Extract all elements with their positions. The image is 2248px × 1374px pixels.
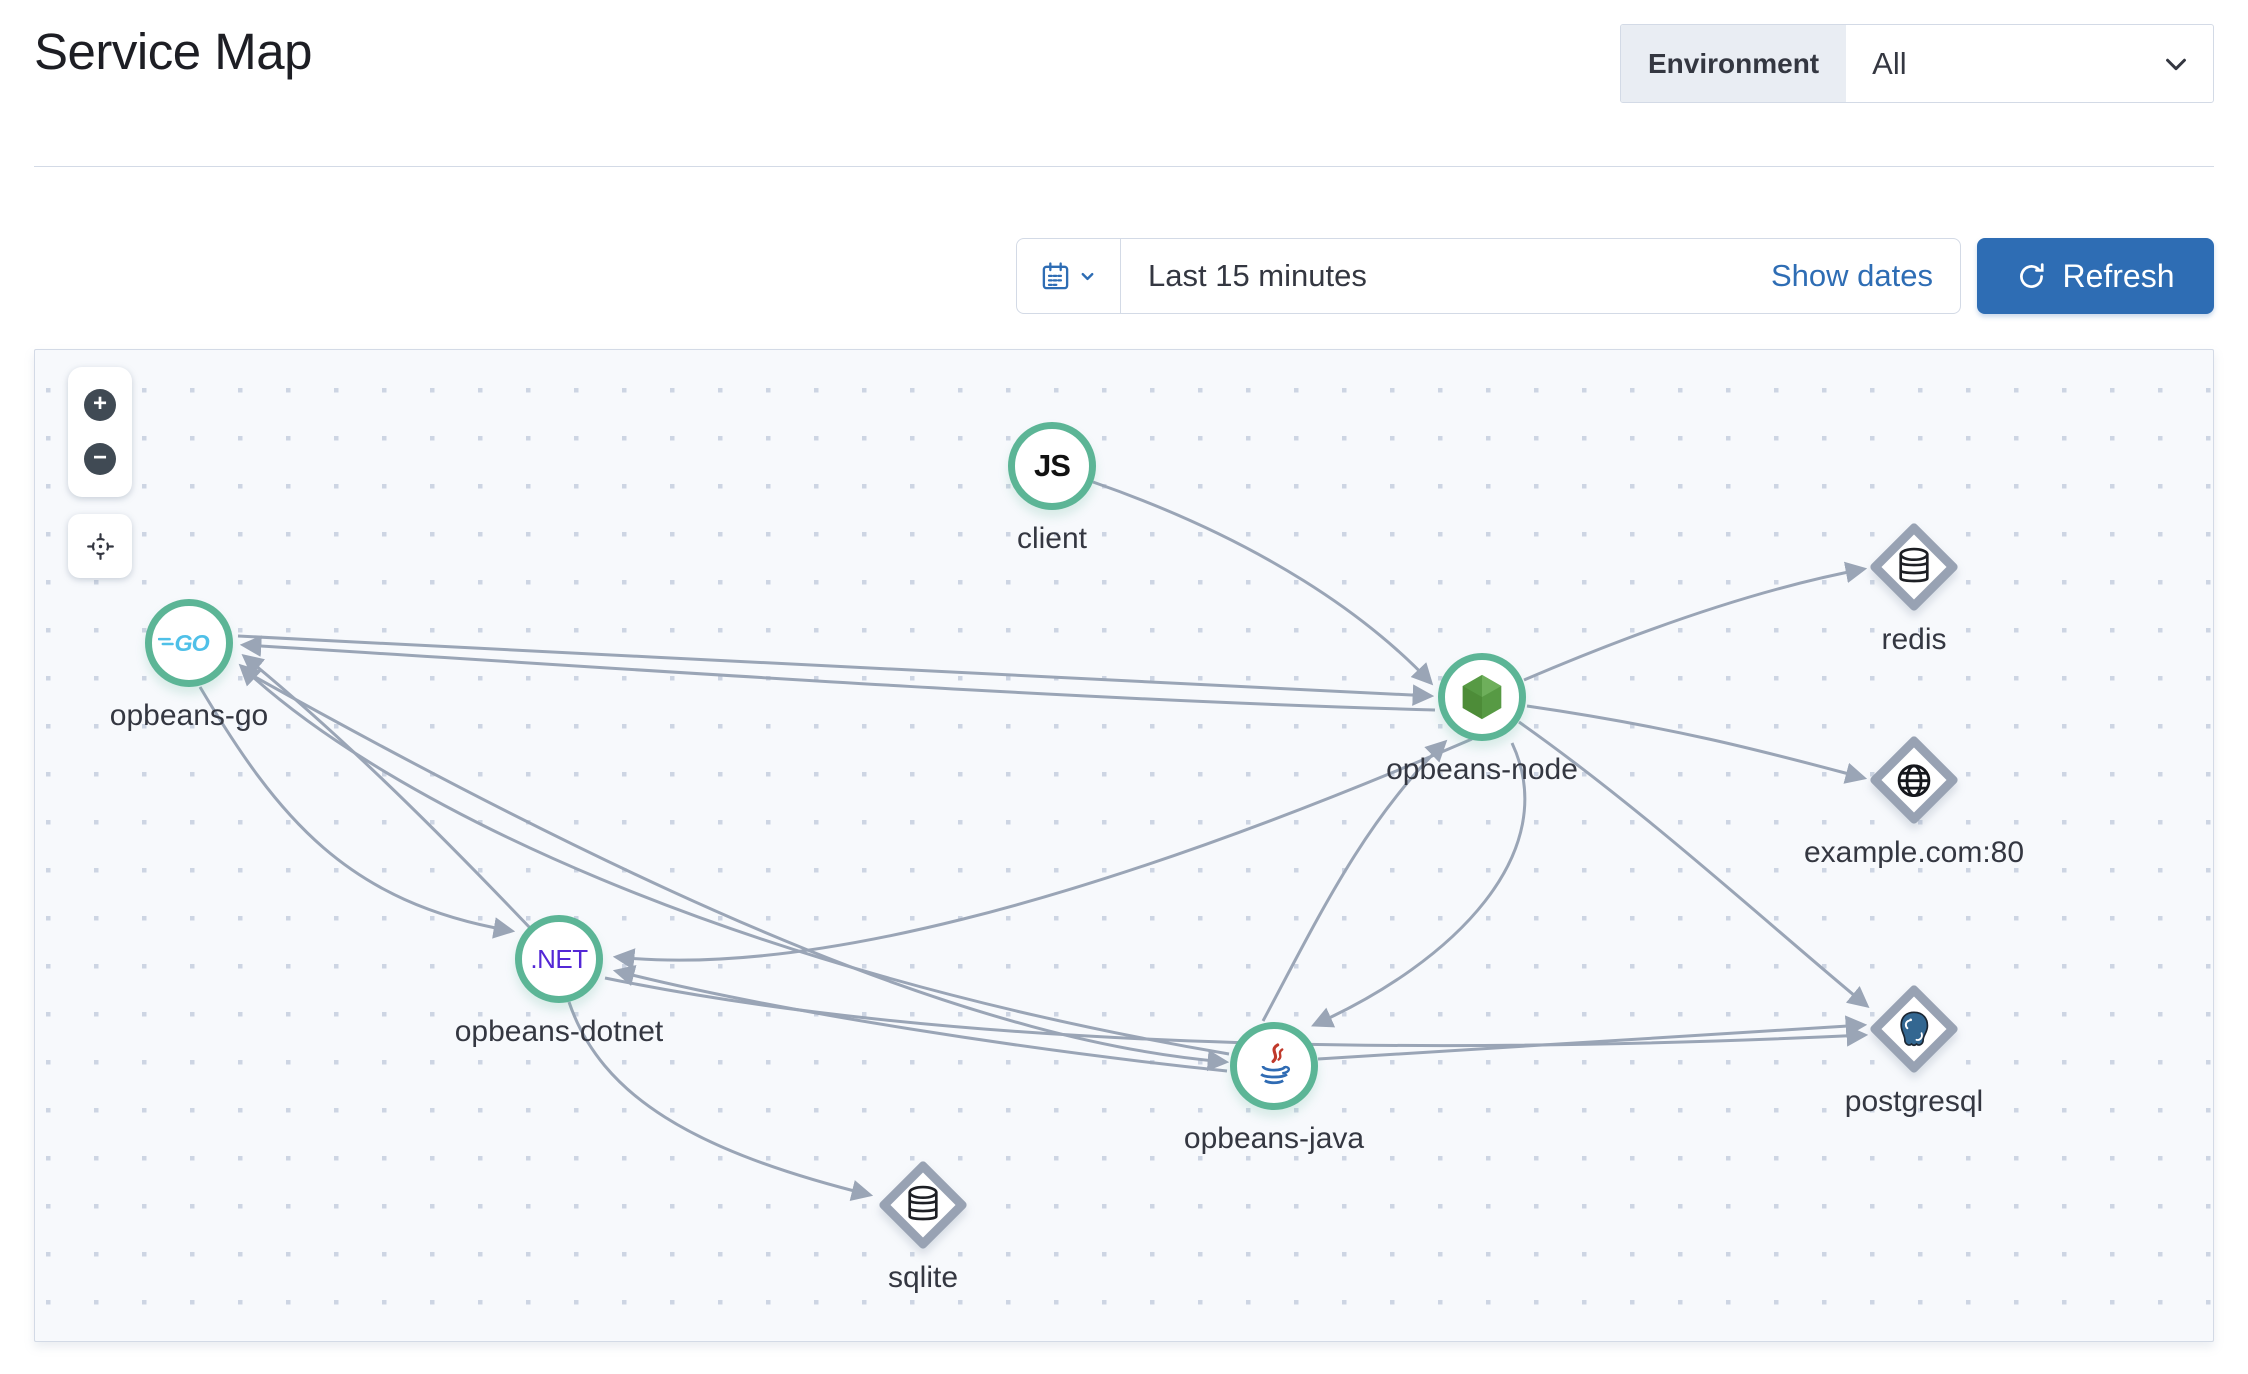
- center-panel: [68, 514, 132, 578]
- zoom-out-button[interactable]: −: [84, 443, 116, 475]
- service-circle: [1230, 1022, 1318, 1110]
- time-toolbar: Last 15 minutes Show dates Refresh: [1016, 238, 2214, 314]
- environment-select[interactable]: All: [1846, 25, 2213, 102]
- edge-opbeans-go-opbeans-dotnet: [198, 686, 516, 939]
- edge-opbeans-node-opbeans-java: [1311, 742, 1527, 1028]
- edge-opbeans-java-postgresql: [1317, 1015, 1868, 1061]
- edge-opbeans-node-opbeans-go: [239, 635, 1436, 712]
- edge-opbeans-node-postgresql: [1518, 720, 1870, 1009]
- node-label: sqlite: [887, 1261, 959, 1294]
- center-map-button[interactable]: [86, 532, 115, 561]
- node-label: redis: [1881, 623, 1947, 656]
- dependency-node-sqlite[interactable]: sqlite: [877, 1159, 969, 1294]
- node-label: opbeans-dotnet: [454, 1015, 664, 1048]
- edge-opbeans-dotnet-opbeans-go: [241, 653, 534, 932]
- refresh-icon: [2016, 261, 2047, 292]
- time-range-value[interactable]: Last 15 minutes: [1148, 258, 1367, 293]
- service-circle: GO: [145, 599, 233, 687]
- environment-filter-label: Environment: [1621, 25, 1847, 102]
- service-map-canvas[interactable]: JS client GO opbeans-go opbeans-node .NET op…: [34, 349, 2214, 1342]
- environment-filter: Environment All: [1620, 24, 2214, 103]
- node-label: example.com:80: [1803, 836, 2025, 869]
- node-label: postgresql: [1844, 1085, 1984, 1118]
- refresh-button[interactable]: Refresh: [1977, 238, 2214, 314]
- edge-opbeans-go-opbeans-node: [237, 634, 1435, 706]
- go-icon: GO: [158, 628, 220, 658]
- dotnet-icon: .NET: [530, 943, 588, 974]
- service-node-opbeans-go[interactable]: GO opbeans-go: [110, 599, 268, 732]
- service-node-opbeans-dotnet[interactable]: .NET opbeans-dotnet: [455, 915, 663, 1048]
- edge-opbeans-go-opbeans-java: [247, 671, 1230, 1072]
- refresh-button-label: Refresh: [2062, 257, 2175, 294]
- service-map-edges: [35, 350, 2213, 1341]
- svg-text:GO: GO: [174, 630, 209, 656]
- calendar-icon: [1040, 261, 1071, 292]
- dependency-diamond: [1868, 734, 1960, 826]
- java-icon: [1252, 1042, 1296, 1090]
- show-dates-link[interactable]: Show dates: [1771, 258, 1933, 293]
- service-node-opbeans-java[interactable]: opbeans-java: [1184, 1022, 1364, 1155]
- js-icon: JS: [1034, 448, 1071, 483]
- dependency-diamond: [877, 1159, 969, 1251]
- service-circle: [1438, 653, 1526, 741]
- page-title: Service Map: [34, 23, 312, 80]
- database-icon: [904, 1184, 943, 1227]
- dependency-diamond: [1868, 983, 1960, 1075]
- chevron-down-icon: [2161, 49, 2191, 79]
- postgres-icon: [1894, 1008, 1934, 1050]
- edge-opbeans-node-redis: [1523, 561, 1868, 682]
- node-label: client: [1016, 522, 1088, 555]
- edge-opbeans-node-example.com:80: [1526, 704, 1868, 784]
- edge-opbeans-java-opbeans-go: [238, 663, 1230, 1056]
- node-label: opbeans-node: [1386, 753, 1578, 786]
- edge-opbeans-java-opbeans-dotnet: [612, 965, 1228, 1073]
- zoom-in-button[interactable]: +: [84, 389, 116, 421]
- dependency-node-redis[interactable]: redis: [1868, 521, 1960, 656]
- service-circle: .NET: [515, 915, 603, 1003]
- service-circle: JS: [1008, 422, 1096, 510]
- environment-selected-value: All: [1872, 45, 1907, 81]
- quick-select-button[interactable]: [1017, 239, 1121, 313]
- dependency-node-example.com:80[interactable]: example.com:80: [1804, 734, 2024, 869]
- dependency-node-postgresql[interactable]: postgresql: [1845, 983, 1983, 1118]
- dependency-diamond: [1868, 521, 1960, 613]
- service-node-client[interactable]: JS client: [1008, 422, 1096, 555]
- edge-client-opbeans-node: [1092, 480, 1434, 686]
- date-picker: Last 15 minutes Show dates: [1016, 238, 1961, 314]
- globe-icon: [1894, 760, 1935, 801]
- chevron-down-icon: [1078, 267, 1097, 286]
- edge-opbeans-java-opbeans-node: [1261, 739, 1448, 1022]
- service-node-opbeans-node[interactable]: opbeans-node: [1386, 653, 1578, 786]
- edge-opbeans-node-opbeans-dotnet: [612, 737, 1473, 970]
- dot-grid-background: [35, 350, 2213, 1341]
- database-icon: [1895, 546, 1934, 589]
- edge-opbeans-dotnet-sqlite: [567, 1001, 874, 1202]
- header-divider: [34, 166, 2214, 167]
- zoom-controls: + −: [68, 367, 132, 497]
- node-label: opbeans-go: [109, 699, 269, 732]
- crosshair-icon: [86, 532, 115, 561]
- node-label: opbeans-java: [1183, 1122, 1365, 1155]
- nodejs-icon: [1459, 673, 1505, 721]
